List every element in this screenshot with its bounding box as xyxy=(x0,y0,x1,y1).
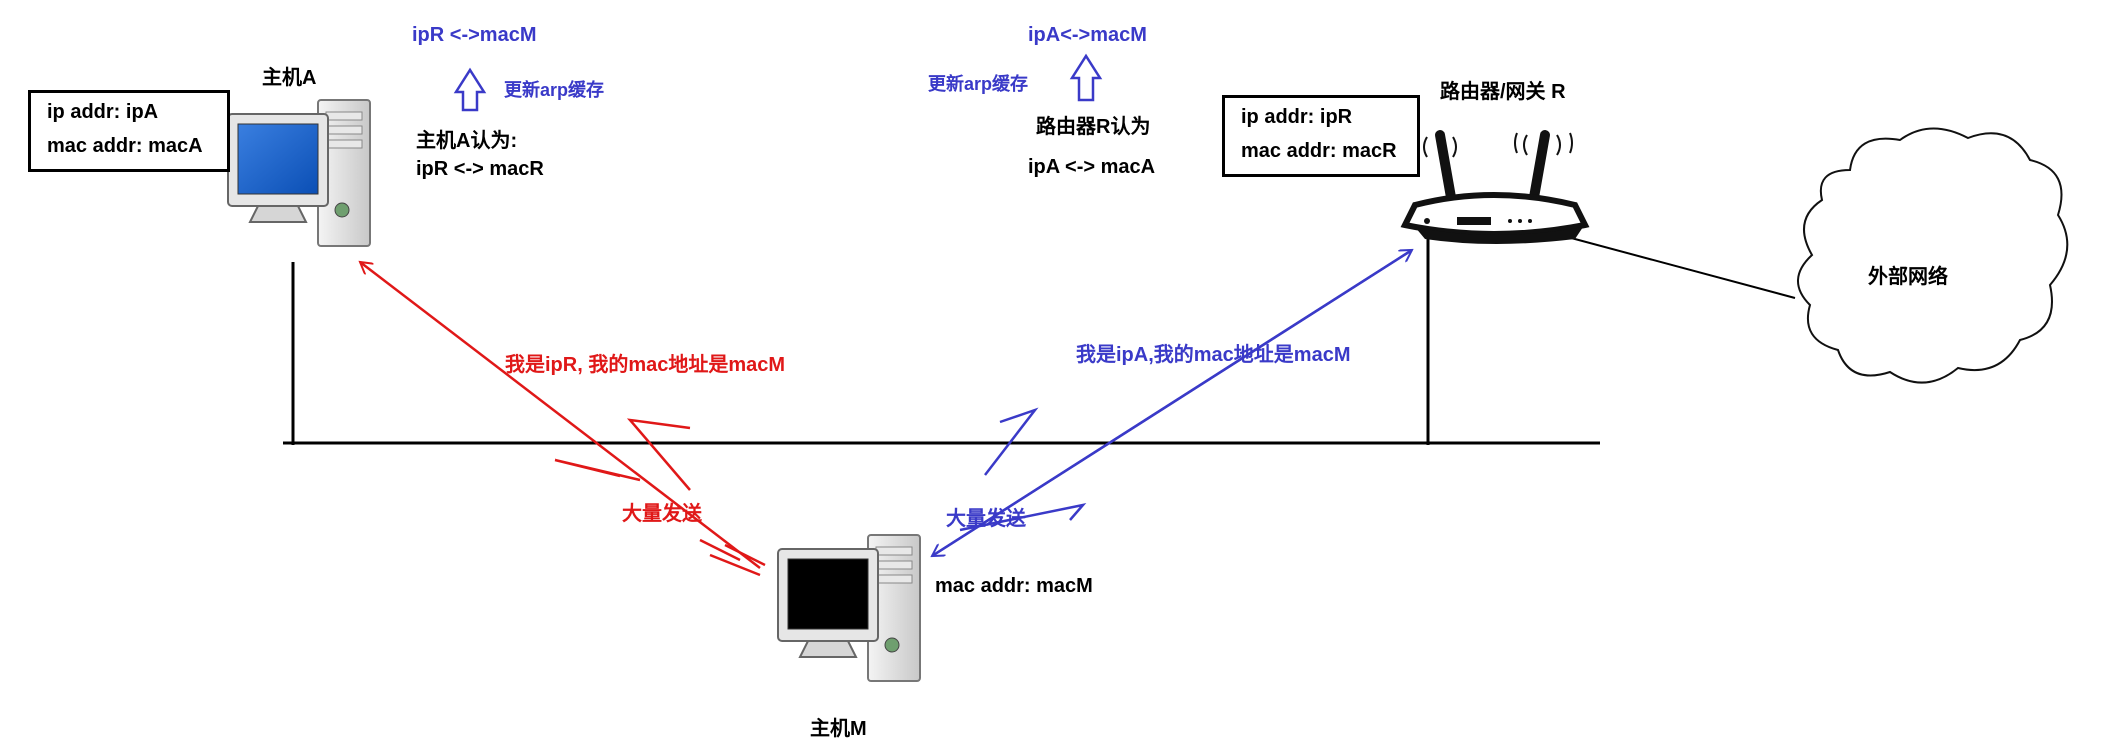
hostA-address-box: ip addr: ipA mac addr: macA xyxy=(28,90,230,172)
message-to-router: 我是ipA,我的mac地址是macM xyxy=(1076,344,1351,366)
hostA-update-label: 更新arp缓存 xyxy=(504,80,605,100)
message-to-hostA: 我是ipR, 我的mac地址是macM xyxy=(505,354,786,376)
red-arrows xyxy=(360,262,766,577)
router-cache-mapping: ipA<->macM xyxy=(1028,24,1147,46)
blue-arrows xyxy=(453,53,1412,556)
flood-label-red: 大量发送 xyxy=(622,503,702,525)
external-network-label: 外部网络 xyxy=(1868,266,1948,288)
hostA-believes-mapping: ipR <-> macR xyxy=(416,158,544,180)
hostM-title: 主机M xyxy=(810,718,867,740)
hostM-mac-line: mac addr: macM xyxy=(935,575,1093,597)
hostA-cache-mapping: ipR <->macM xyxy=(412,24,537,46)
router-believes-label: 路由器R认为 xyxy=(1036,116,1151,138)
hostA-computer-icon xyxy=(227,99,371,247)
hostA-title: 主机A xyxy=(262,67,317,89)
router-icon xyxy=(1400,130,1590,244)
cloud-shape xyxy=(1797,127,2069,384)
router-address-box: ip addr: ipR mac addr: macR xyxy=(1222,95,1420,177)
hostA-believes-label: 主机A认为: xyxy=(416,130,518,152)
flood-label-blue: 大量发送 xyxy=(946,508,1026,530)
hostA-ip-line: ip addr: ipA xyxy=(47,101,159,123)
router-believes-mapping: ipA <-> macA xyxy=(1028,156,1156,178)
router-title: 路由器/网关 R xyxy=(1440,81,1566,103)
hostA-mac-line: mac addr: macA xyxy=(47,135,203,157)
router-mac-line: mac addr: macR xyxy=(1241,140,1397,162)
network-bus xyxy=(283,222,1796,445)
router-update-label: 更新arp缓存 xyxy=(928,74,1029,94)
router-ip-line: ip addr: ipR xyxy=(1241,106,1353,128)
hostM-computer-icon xyxy=(777,534,921,682)
